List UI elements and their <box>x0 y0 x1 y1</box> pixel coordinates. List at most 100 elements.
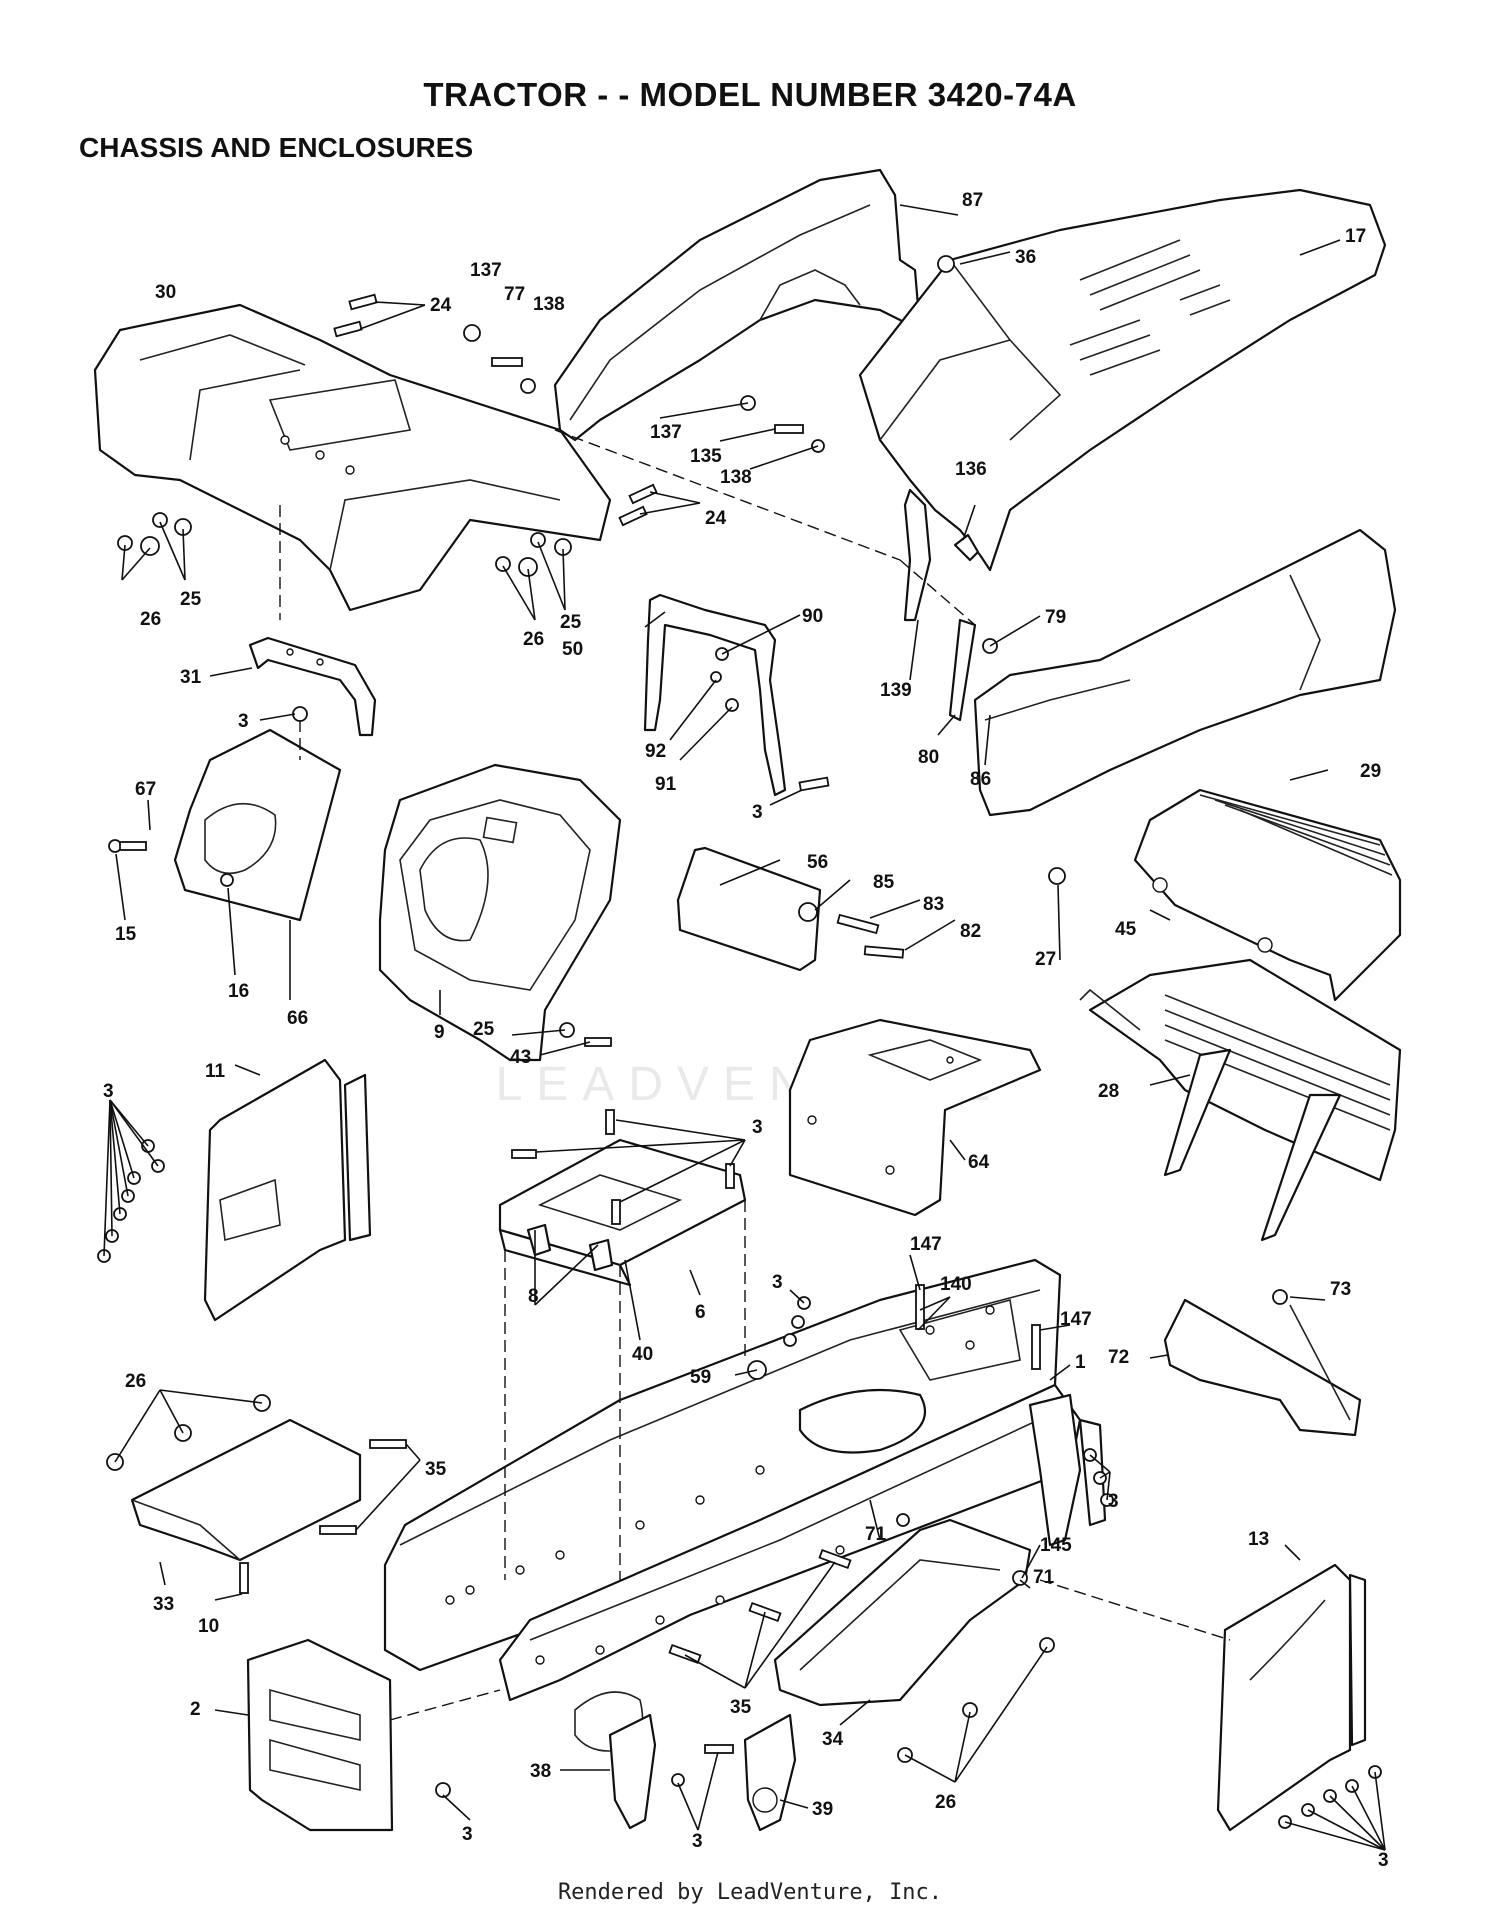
callout-1: 1 <box>1075 1352 1086 1373</box>
callout-25b: 25 <box>560 612 582 633</box>
callout-36: 36 <box>1015 247 1036 268</box>
callout-17: 17 <box>1345 226 1366 247</box>
callout-25: 25 <box>180 589 202 610</box>
callout-71b: 71 <box>1033 1567 1055 1588</box>
callout-45: 45 <box>1115 919 1137 940</box>
part-13-right-plate <box>1216 1563 1382 1832</box>
part-17-hood <box>858 188 1387 572</box>
part-8-clip <box>526 1223 614 1272</box>
hood-hinge-assembly <box>903 488 998 722</box>
callout-3h: 3 <box>692 1831 703 1852</box>
callout-87: 87 <box>962 190 983 211</box>
callout-leader-lines <box>103 204 1386 1851</box>
part-66-pedal-cover <box>108 728 342 922</box>
callout-3d: 3 <box>752 1117 763 1138</box>
callout-90: 90 <box>802 606 823 627</box>
part-28-front-mount <box>1079 958 1402 1242</box>
part-87-dash-panel <box>553 168 922 442</box>
callout-26: 26 <box>140 609 161 630</box>
callout-29: 29 <box>1360 761 1381 782</box>
callout-72: 72 <box>1108 1347 1129 1368</box>
callout-86: 86 <box>970 769 991 790</box>
callout-71a: 71 <box>865 1524 887 1545</box>
callout-59: 59 <box>690 1367 711 1388</box>
part-31-bracket <box>248 636 377 737</box>
callout-3e: 3 <box>772 1272 783 1293</box>
part-50-support-bracket <box>643 593 830 797</box>
page-title: TRACTOR - - MODEL NUMBER 3420-74A <box>423 76 1077 113</box>
callout-73: 73 <box>1330 1279 1351 1300</box>
callout-35a: 35 <box>425 1459 447 1480</box>
part-2-rear-plate <box>246 1638 451 1832</box>
part-6-floor-plate <box>498 1109 747 1287</box>
callout-56: 56 <box>807 852 828 873</box>
callout-79: 79 <box>1045 607 1066 628</box>
callout-24b: 24 <box>705 508 727 529</box>
callout-27: 27 <box>1035 949 1056 970</box>
part-1-main-frame <box>383 1258 1114 1752</box>
fender-fasteners <box>117 255 955 577</box>
callout-31: 31 <box>180 667 202 688</box>
part-11-left-plate <box>97 1058 372 1322</box>
callout-91: 91 <box>655 774 677 795</box>
callout-40: 40 <box>632 1344 653 1365</box>
callout-140: 140 <box>940 1274 972 1295</box>
callout-24: 24 <box>430 295 452 316</box>
section-subtitle: CHASSIS AND ENCLOSURES <box>79 132 474 163</box>
callout-82: 82 <box>960 921 981 942</box>
callout-43: 43 <box>510 1047 531 1068</box>
callout-85: 85 <box>873 872 895 893</box>
part-39-bracket <box>704 1713 797 1832</box>
callout-139: 139 <box>880 680 912 701</box>
callout-138: 138 <box>533 294 565 315</box>
callout-135: 135 <box>690 446 722 467</box>
callout-77: 77 <box>504 284 525 305</box>
callout-30: 30 <box>155 282 176 303</box>
callout-137b: 137 <box>650 422 682 443</box>
part-33-battery-tray <box>106 1394 407 1594</box>
callout-38: 38 <box>530 1761 551 1782</box>
callout-6: 6 <box>695 1302 706 1323</box>
callout-67: 67 <box>135 779 156 800</box>
callout-64: 64 <box>968 1152 990 1173</box>
callout-26b: 26 <box>523 629 544 650</box>
callout-9: 9 <box>434 1022 445 1043</box>
footer-credit: Rendered by LeadVenture, Inc. <box>557 1880 943 1905</box>
callout-10: 10 <box>198 1616 219 1637</box>
assembly-center-lines <box>279 429 1231 1721</box>
callout-145: 145 <box>1040 1535 1072 1556</box>
callout-13: 13 <box>1248 1529 1269 1550</box>
callout-66: 66 <box>287 1008 308 1029</box>
callout-25c: 25 <box>473 1019 495 1040</box>
part-9-console-housing <box>378 763 622 1062</box>
callout-3g: 3 <box>462 1824 473 1845</box>
callout-33: 33 <box>153 1594 174 1615</box>
callout-50: 50 <box>562 639 583 660</box>
callout-28: 28 <box>1098 1081 1119 1102</box>
part-64-steering-support <box>788 1018 1042 1217</box>
part-29-45-grille-assembly <box>1048 788 1402 1002</box>
callout-34: 34 <box>822 1729 844 1750</box>
callout-2: 2 <box>190 1699 201 1720</box>
callout-16: 16 <box>228 981 249 1002</box>
part-56-bracket <box>676 846 905 972</box>
callout-147a: 147 <box>910 1234 942 1255</box>
part-72-bracket <box>1163 1289 1362 1437</box>
callout-83: 83 <box>923 894 944 915</box>
callout-15: 15 <box>115 924 137 945</box>
callout-80: 80 <box>918 747 939 768</box>
part-30-rear-fender <box>93 303 612 612</box>
callout-3a: 3 <box>238 711 249 732</box>
callout-137: 137 <box>470 260 502 281</box>
callout-39: 39 <box>812 1799 833 1820</box>
callout-labels: 87 17 36 30 24 137 77 138 137 135 138 13… <box>103 190 1389 1871</box>
callout-138b: 138 <box>720 467 752 488</box>
callout-26d: 26 <box>935 1792 956 1813</box>
callout-147b: 147 <box>1060 1309 1092 1330</box>
callout-136: 136 <box>955 459 987 480</box>
callout-35b: 35 <box>730 1697 752 1718</box>
callout-26c: 26 <box>125 1371 146 1392</box>
callout-3c: 3 <box>103 1081 114 1102</box>
